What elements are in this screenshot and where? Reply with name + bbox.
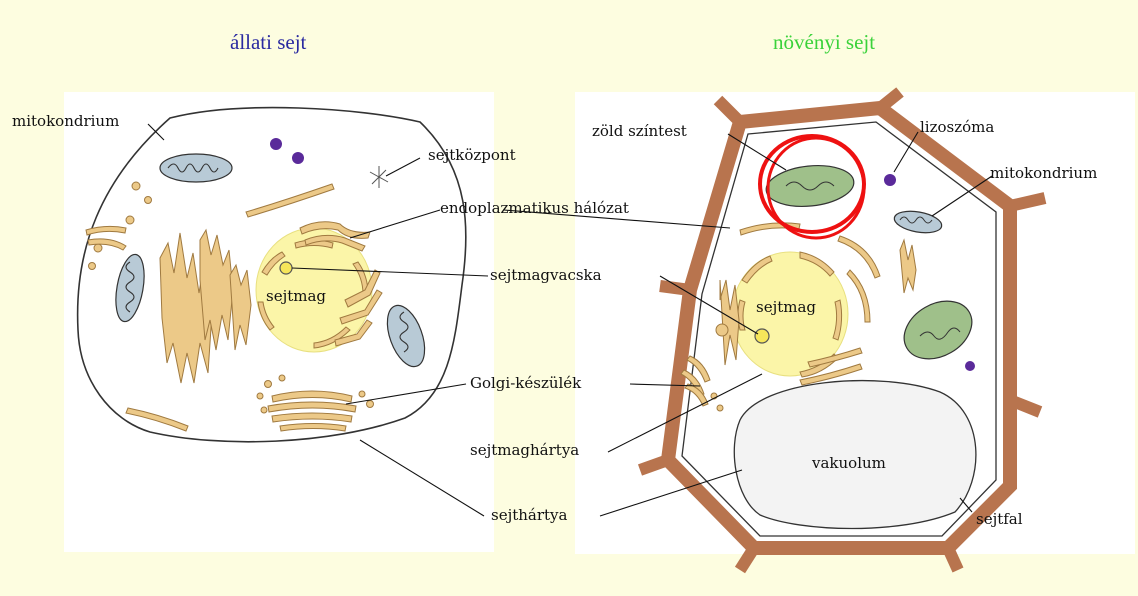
label-sejtmag-left: sejtmag [266,287,326,305]
lysosome-2 [292,152,304,164]
label-zold-szintest: zöld színtest [592,122,687,140]
lysosome-plant-2 [965,361,975,371]
plant-nucleolus [755,329,769,343]
label-sejtmagvacska: sejtmagvacska [490,266,602,284]
label-vakuolum: vakuolum [812,454,886,472]
label-sejtkozpont: sejtközpont [428,146,516,164]
plant-cell-heading: növényi sejt [773,30,875,55]
label-mitokondrium-right: mitokondrium [990,164,1097,182]
label-mitokondrium-left: mitokondrium [12,112,119,130]
label-sejthartya: sejthártya [491,506,567,524]
label-sejtmaghartya: sejtmaghártya [470,441,579,459]
label-sejtmag-right: sejtmag [756,298,816,316]
animal-nucleolus [280,262,292,274]
lysosome-plant-1 [884,174,896,186]
lysosome-1 [270,138,282,150]
label-sejtfal: sejtfal [976,510,1023,528]
label-lizoszoma: lizoszóma [920,118,994,136]
animal-cell-heading: állati sejt [230,30,306,55]
label-golgi: Golgi-készülék [470,374,581,392]
mitochondrion-1 [160,154,232,182]
label-endoplazmatikus: endoplazmatikus hálózat [440,199,629,217]
